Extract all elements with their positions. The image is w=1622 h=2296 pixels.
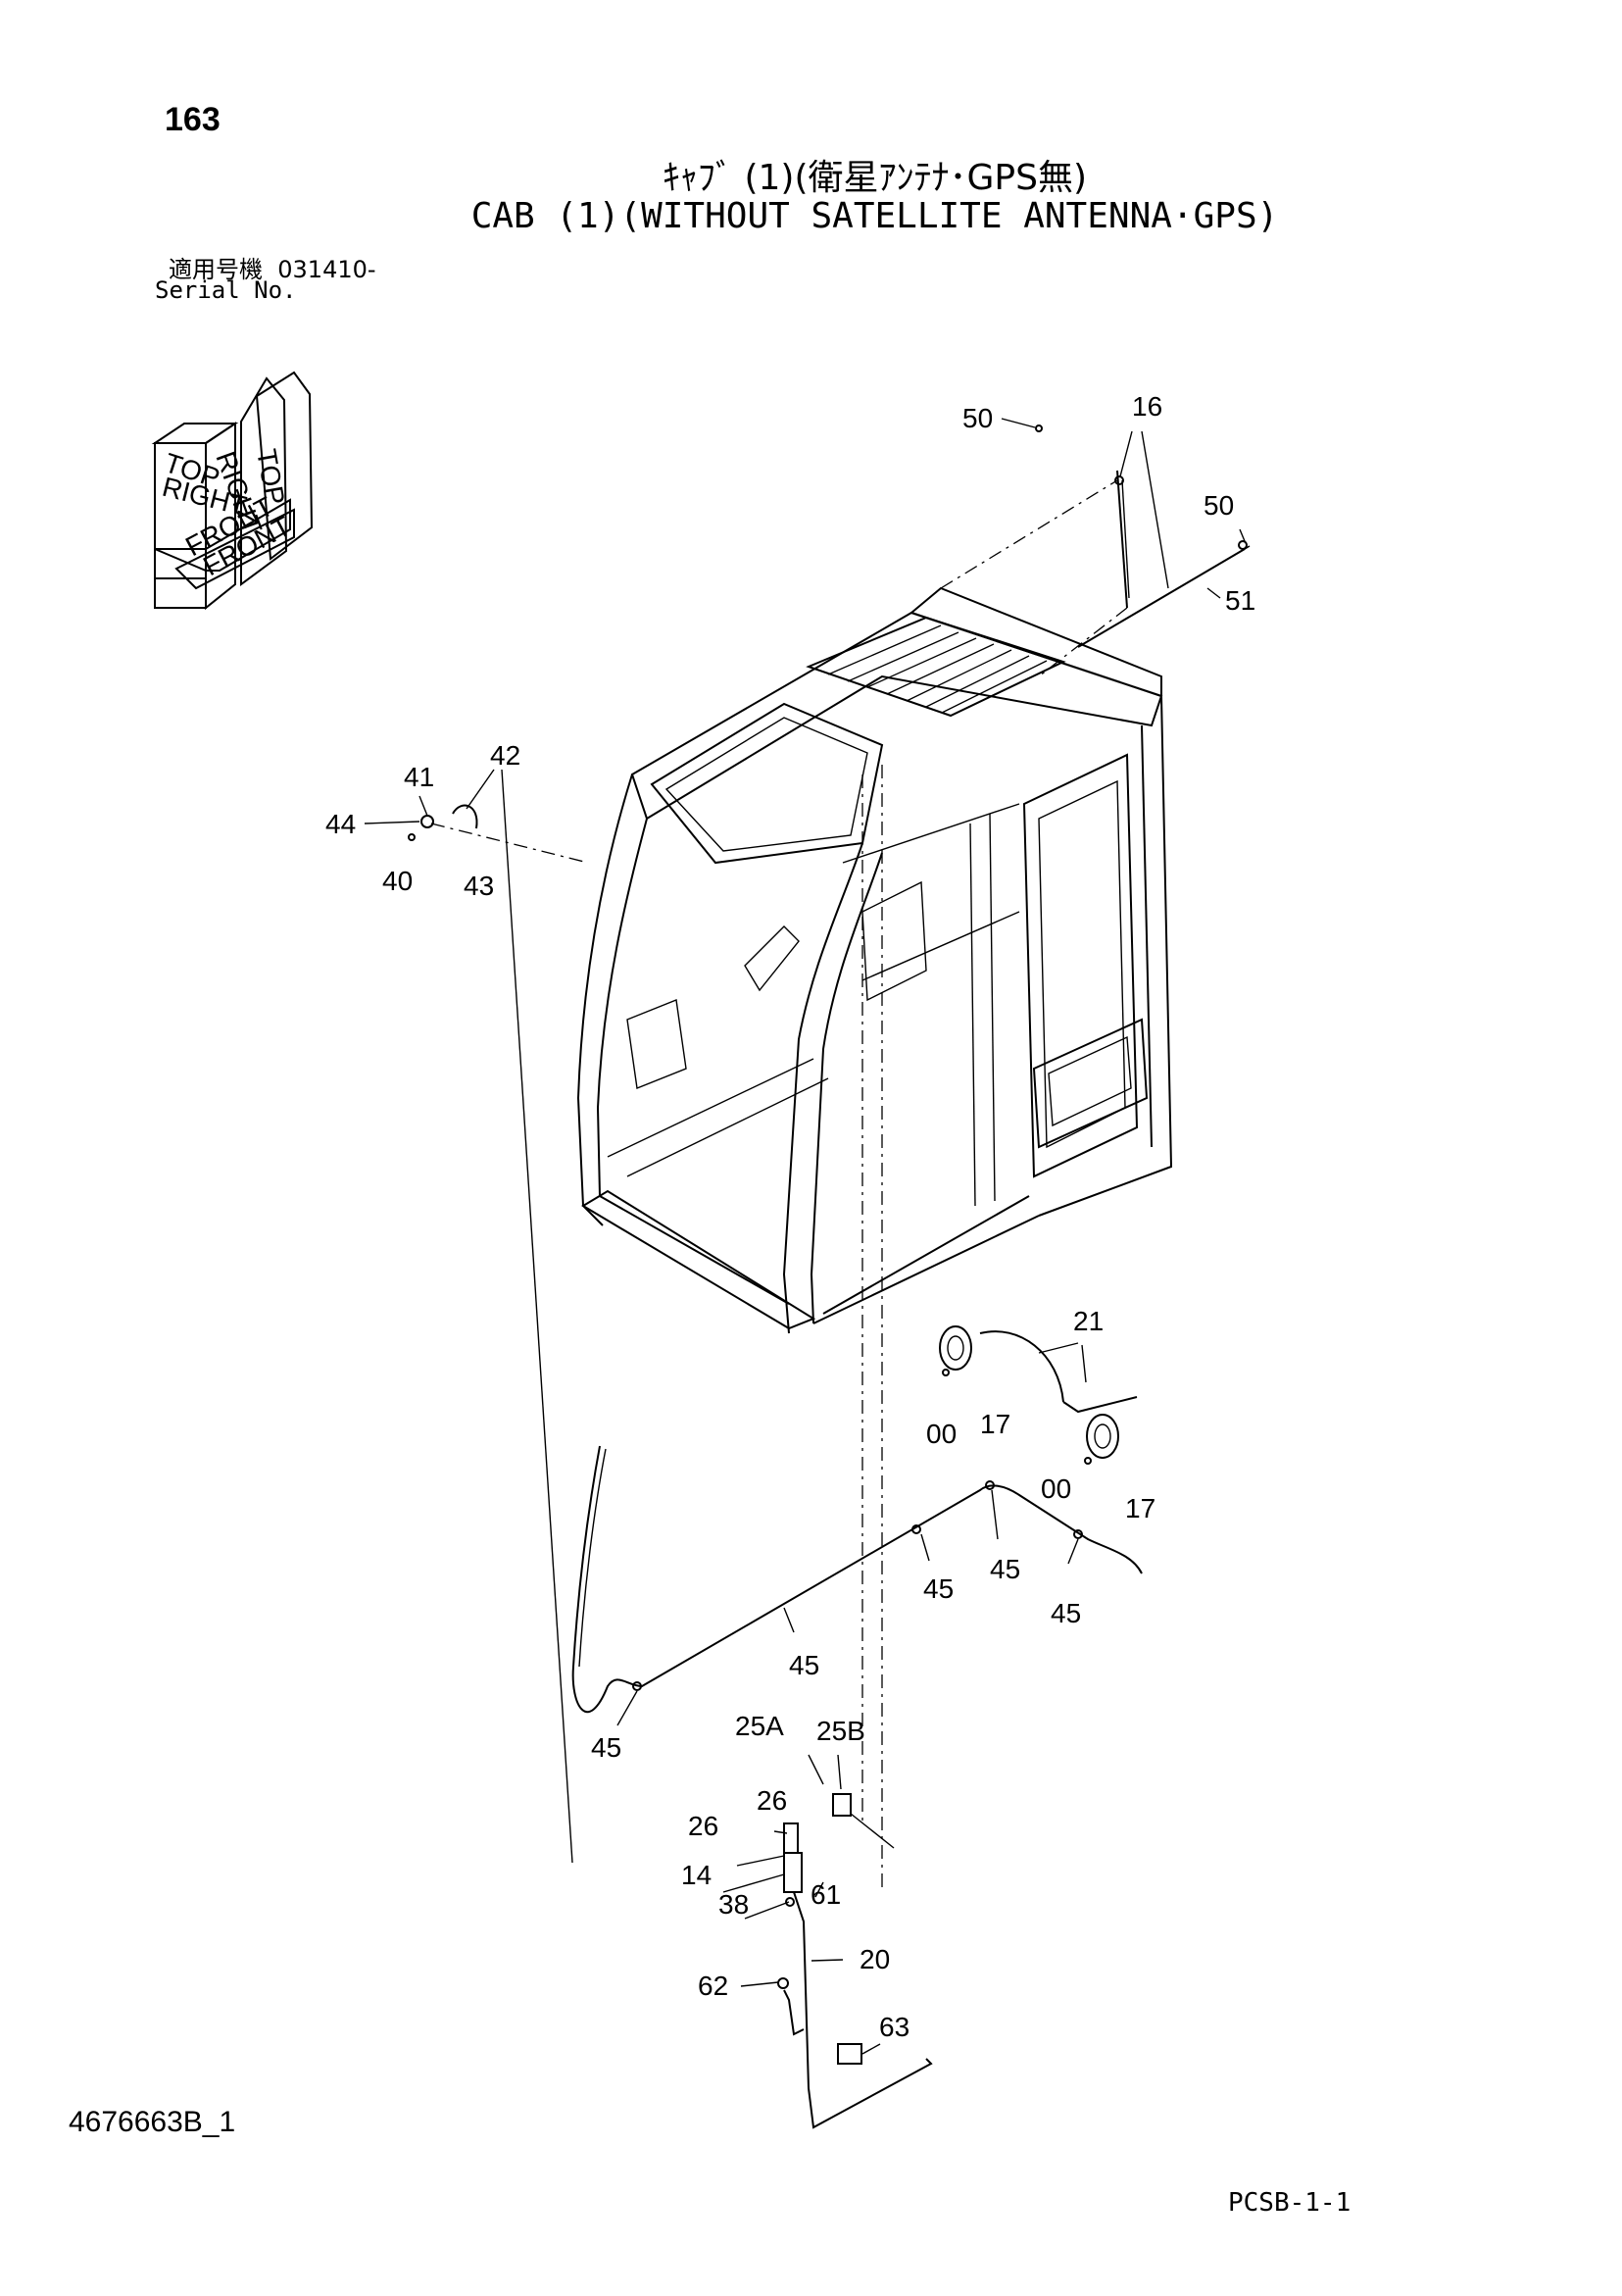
serial-label-jp-text: 適用号機: [169, 256, 263, 283]
callout-45a: 45: [990, 1554, 1020, 1584]
callout-14: 14: [681, 1860, 712, 1890]
harness-45: [571, 1445, 1143, 1726]
serial-label-english: Serial No.: [155, 276, 297, 304]
callout-43: 43: [464, 871, 494, 901]
orientation-cube-icon: TOP TOP RIGHT RIGHT FRONT FRONT: [151, 371, 314, 611]
speaker-assembly: [939, 1325, 1138, 1465]
callout-44: 44: [325, 809, 356, 839]
sheet-code: PCSB-1-1: [1228, 2188, 1352, 2218]
callout-50a: 50: [962, 403, 993, 433]
cab-frame: [576, 586, 1173, 1892]
callout-50b: 50: [1204, 490, 1234, 521]
callout-45b: 45: [923, 1573, 954, 1604]
callout-20: 20: [860, 1944, 890, 1974]
callout-40: 40: [382, 866, 413, 896]
title-japanese: ｷｬﾌﾞ (1)(衛星ｱﾝﾃﾅ･GPS無): [663, 158, 1087, 198]
callout-61: 61: [811, 1879, 841, 1910]
lower-cable-assembly: [722, 1754, 933, 2129]
callout-51: 51: [1225, 585, 1255, 616]
document-code: 4676663B_1: [69, 2106, 236, 2138]
serial-label-japanese: 適用号機 031410-: [169, 250, 376, 284]
callout-16: 16: [1132, 391, 1162, 422]
page-number: 163: [165, 101, 221, 138]
clamp-assembly: [364, 769, 589, 1864]
callout-45e: 45: [591, 1732, 621, 1763]
roof-hatch-lines: [827, 624, 1048, 714]
callout-25B: 25B: [816, 1716, 865, 1746]
callout-45c: 45: [1051, 1598, 1081, 1628]
callout-42: 42: [490, 740, 520, 771]
callout-41: 41: [404, 762, 434, 792]
callout-26a: 26: [757, 1785, 787, 1816]
callout-38: 38: [718, 1889, 749, 1920]
callout-26b: 26: [688, 1811, 718, 1841]
callout-labels: 50 16 50 51 41 42 44 40 43 21 00 17 00 1…: [325, 391, 1255, 2042]
title-english: CAB (1)(WITHOUT SATELLITE ANTENNA·GPS): [470, 196, 1279, 236]
antenna-assembly: [940, 418, 1251, 677]
callout-17a: 17: [980, 1409, 1010, 1439]
callout-00a: 00: [926, 1419, 957, 1449]
callout-00b: 00: [1041, 1473, 1071, 1504]
serial-value: 031410-: [277, 256, 376, 283]
callout-21: 21: [1073, 1306, 1104, 1336]
callout-25A: 25A: [735, 1711, 784, 1741]
callout-63: 63: [879, 2012, 909, 2042]
callout-17b: 17: [1125, 1493, 1155, 1523]
callout-62: 62: [698, 1971, 728, 2001]
callout-45d: 45: [789, 1650, 819, 1680]
